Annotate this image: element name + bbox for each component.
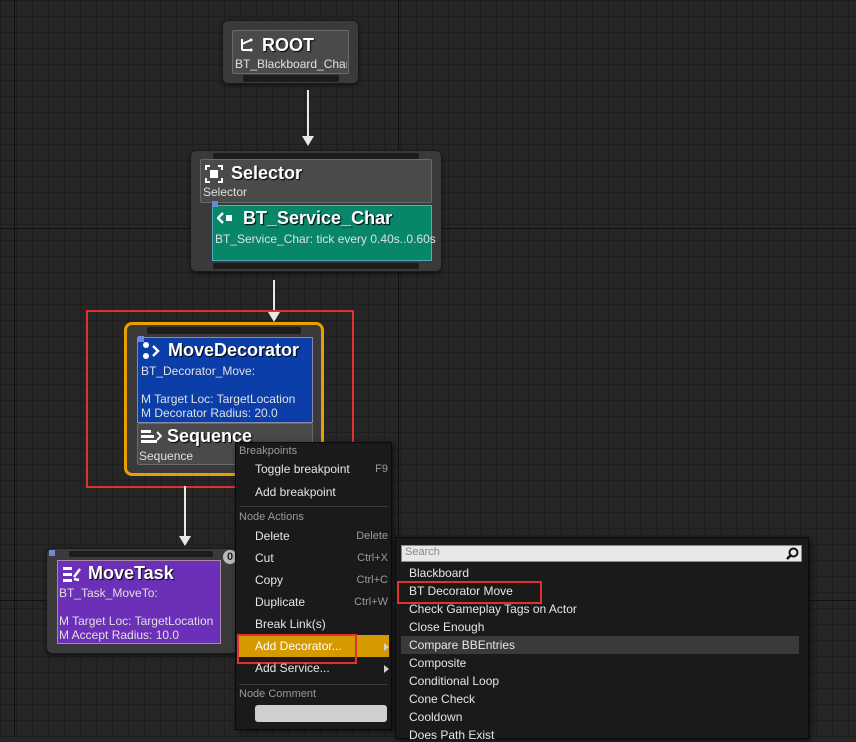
move-decorator-line3: M Decorator Radius: 20.0 xyxy=(141,406,278,420)
move-decorator-line1: BT_Decorator_Move: xyxy=(141,364,256,378)
service-breakpoint-marker xyxy=(212,201,218,207)
selector-title: Selector xyxy=(231,163,303,183)
menu-add-breakpoint[interactable]: Add breakpoint xyxy=(255,485,336,499)
decorator-icon xyxy=(140,340,164,362)
root-header xyxy=(232,30,349,74)
submenu-hover-row xyxy=(401,636,799,654)
grid-line xyxy=(14,0,15,737)
selector-output-pin[interactable] xyxy=(213,263,419,269)
decorator-item-does-path-exist[interactable]: Does Path Exist xyxy=(409,728,495,742)
service-icon xyxy=(215,210,239,226)
menu-section-node-actions: Node Actions xyxy=(239,511,304,523)
execution-order-badge: 0 xyxy=(223,550,237,564)
task-icon xyxy=(61,564,83,584)
menu-copy[interactable]: Copy xyxy=(255,573,284,587)
sequence-icon xyxy=(140,427,162,445)
root-title: ROOT xyxy=(262,35,314,55)
menu-separator xyxy=(239,506,388,507)
decorator-item-blackboard[interactable]: Blackboard xyxy=(409,566,470,580)
add-decorator-arrow-icon xyxy=(384,643,389,651)
add-service-arrow-icon xyxy=(384,665,389,673)
selector-subtitle: Selector xyxy=(203,185,248,199)
menu-copy-shortcut: Ctrl+C xyxy=(356,574,388,586)
menu-break-links[interactable]: Break Link(s) xyxy=(255,617,326,631)
selector-input-pin[interactable] xyxy=(213,153,419,159)
menu-toggle-breakpoint-shortcut: F9 xyxy=(375,463,388,475)
decorator-item-close-enough[interactable]: Close Enough xyxy=(409,620,485,634)
selector-node[interactable]: Selector Selector BT_Service_Char BT_Ser… xyxy=(190,150,442,272)
root-tree-icon xyxy=(237,35,257,55)
menu-section-breakpoints: Breakpoints xyxy=(239,445,298,457)
menu-add-service[interactable]: Add Service... xyxy=(255,661,330,675)
menu-add-decorator[interactable]: Add Decorator... xyxy=(255,639,342,653)
service-subtitle: BT_Service_Char: tick every 0.40s..0.60s xyxy=(215,232,436,246)
move-decorator-title: MoveDecorator xyxy=(168,340,300,360)
link-selector-sequence xyxy=(273,280,275,312)
service-title: BT_Service_Char xyxy=(243,208,393,228)
link-root-selector xyxy=(307,90,309,136)
decorator-item-bt-decorator-move[interactable]: BT Decorator Move xyxy=(409,584,513,598)
move-task-input-pin[interactable] xyxy=(69,551,213,557)
menu-duplicate-shortcut: Ctrl+W xyxy=(354,596,388,608)
move-task-body: MoveTask BT_Task_MoveTo: M Target Loc: T… xyxy=(57,560,221,644)
menu-add-decorator-row[interactable] xyxy=(238,635,389,657)
decorator-item-cooldown[interactable]: Cooldown xyxy=(409,710,463,724)
root-output-pin[interactable] xyxy=(243,75,339,82)
service-node[interactable]: BT_Service_Char BT_Service_Char: tick ev… xyxy=(212,205,436,261)
decorator-submenu: Search Blackboard BT Decorator Move Chec… xyxy=(395,537,809,742)
move-task-line3: M Accept Radius: 10.0 xyxy=(59,628,180,642)
search-placeholder: Search xyxy=(405,546,440,558)
link-arrowhead xyxy=(268,312,280,322)
decorator-breakpoint-marker xyxy=(138,336,144,342)
root-node[interactable]: ROOT BT_Blackboard_Char xyxy=(222,20,359,84)
menu-delete-shortcut: Delete xyxy=(356,530,388,542)
menu-cut-shortcut: Ctrl+X xyxy=(357,552,388,564)
link-arrowhead xyxy=(302,136,314,146)
move-decorator-node[interactable]: MoveDecorator BT_Decorator_Move: M Targe… xyxy=(137,337,313,423)
link-arrowhead xyxy=(179,536,191,546)
move-task-line2: M Target Loc: TargetLocation xyxy=(59,614,214,628)
move-task-line1: BT_Task_MoveTo: xyxy=(59,586,158,600)
decorator-item-composite[interactable]: Composite xyxy=(409,656,467,670)
sequence-title: Sequence xyxy=(167,426,253,446)
menu-toggle-breakpoint[interactable]: Toggle breakpoint xyxy=(255,462,350,476)
submenu-search-input[interactable]: Search xyxy=(401,545,802,562)
move-task-breakpoint-marker xyxy=(49,550,55,556)
link-sequence-movetask xyxy=(184,486,186,536)
search-icon xyxy=(784,546,800,561)
selector-header xyxy=(200,159,432,203)
move-task-title: MoveTask xyxy=(88,563,174,583)
sequence-input-pin[interactable] xyxy=(147,327,301,334)
root-subtitle: BT_Blackboard_Char xyxy=(235,57,347,71)
menu-cut[interactable]: Cut xyxy=(255,551,274,565)
menu-separator xyxy=(239,684,388,685)
grid-line xyxy=(398,0,399,737)
decorator-item-conditional-loop[interactable]: Conditional Loop xyxy=(409,674,500,688)
menu-section-node-comment: Node Comment xyxy=(239,688,317,700)
node-comment-input[interactable] xyxy=(255,705,387,722)
menu-duplicate[interactable]: Duplicate xyxy=(255,595,306,609)
decorator-item-check-gameplay-tags[interactable]: Check Gameplay Tags on Actor xyxy=(409,602,577,616)
decorator-item-compare-bbentries[interactable]: Compare BBEntries xyxy=(409,638,516,652)
node-context-menu: Breakpoints Toggle breakpoint F9 Add bre… xyxy=(235,442,392,730)
decorator-item-cone-check[interactable]: Cone Check xyxy=(409,692,476,706)
menu-delete[interactable]: Delete xyxy=(255,529,290,543)
move-decorator-line2: M Target Loc: TargetLocation xyxy=(141,392,296,406)
selector-icon xyxy=(203,163,225,185)
sequence-subtitle: Sequence xyxy=(139,449,194,463)
move-task-node[interactable]: MoveTask BT_Task_MoveTo: M Target Loc: T… xyxy=(46,548,238,654)
